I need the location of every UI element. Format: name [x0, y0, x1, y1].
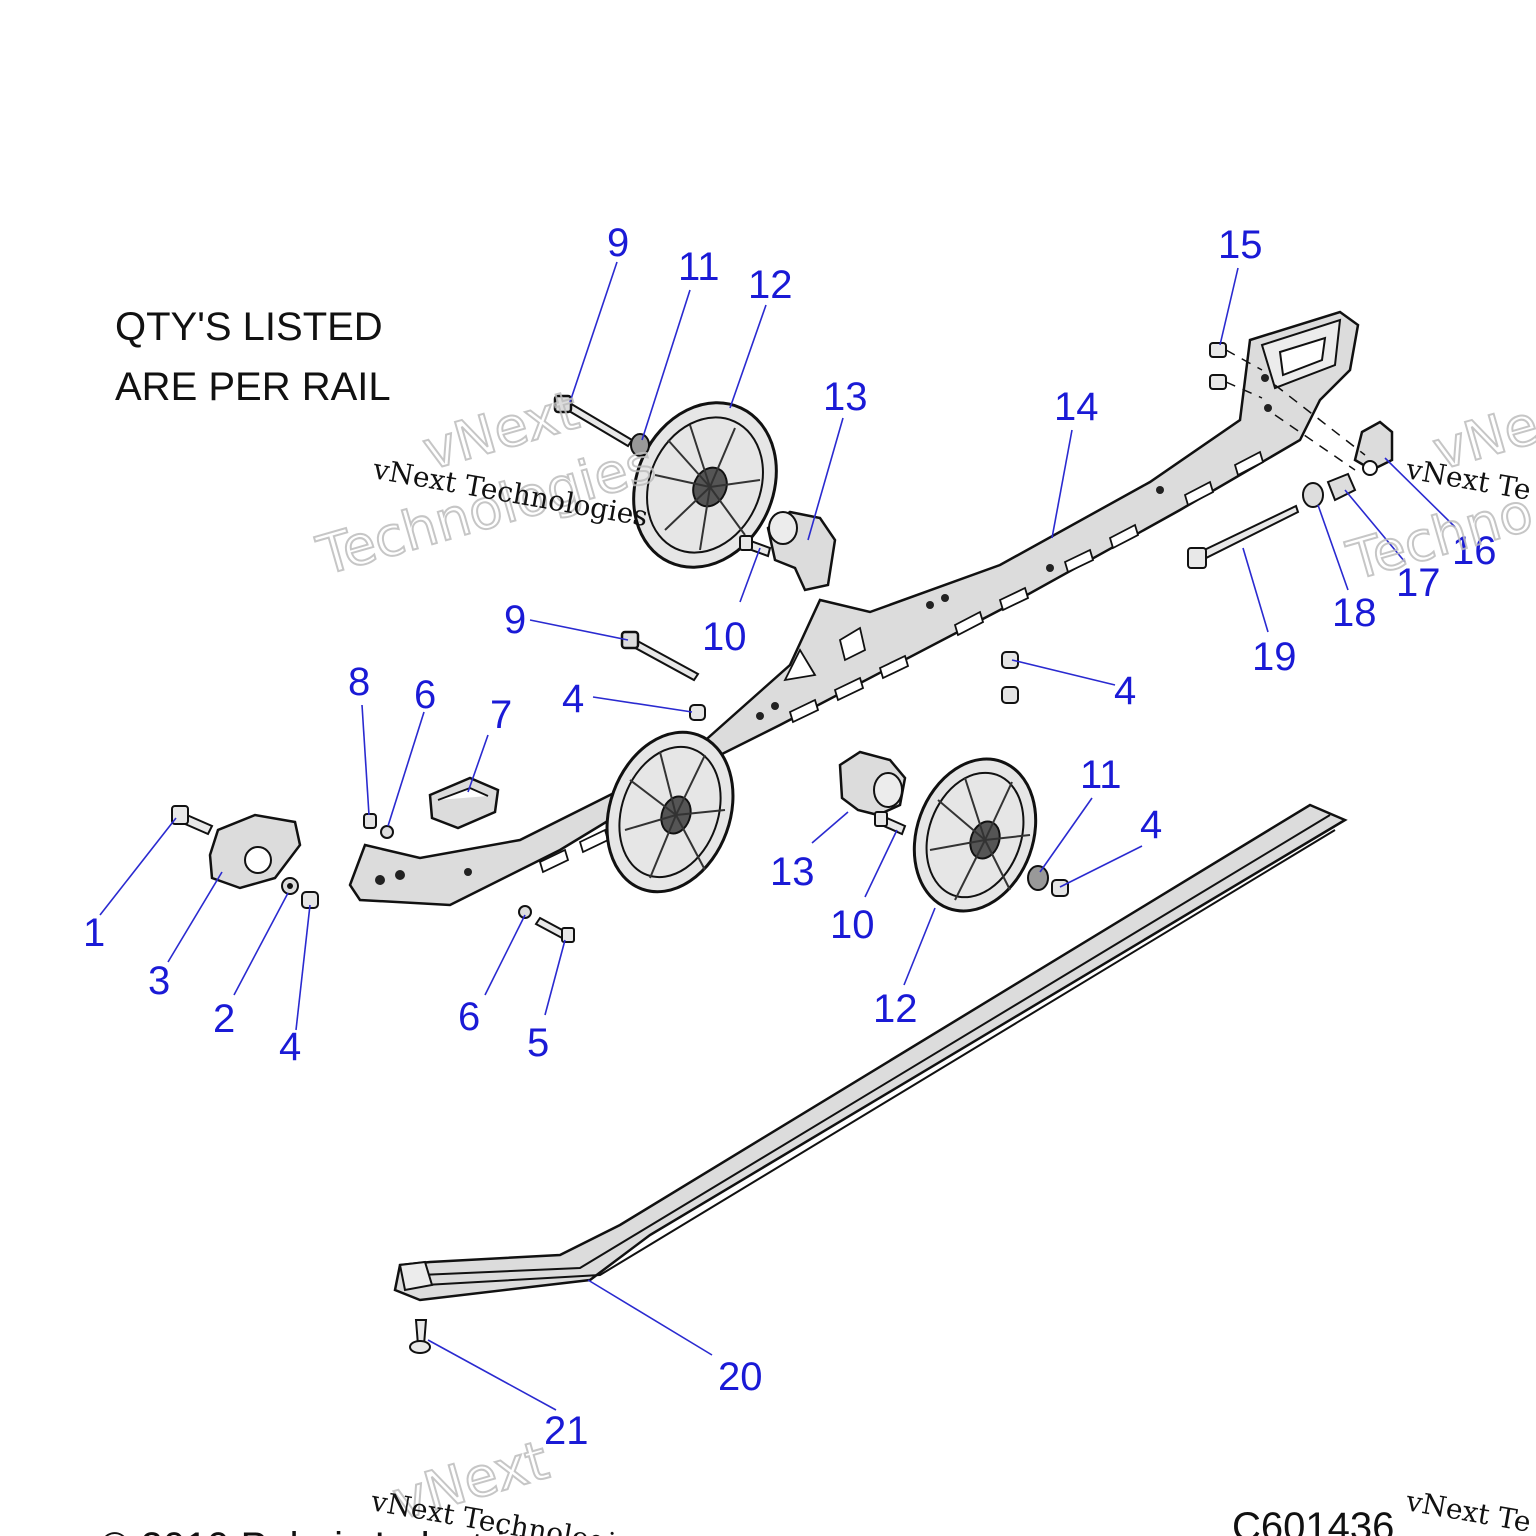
wheel-lower-left-part	[605, 730, 735, 894]
bolt-21	[409, 1319, 431, 1354]
callout-6-upper[interactable]: 6	[414, 673, 436, 717]
bolt-1	[171, 805, 214, 836]
callout-13-lower[interactable]: 13	[770, 850, 815, 894]
callout-21[interactable]: 21	[544, 1409, 589, 1453]
note-line-1: QTY'S LISTED	[115, 305, 383, 349]
copyright-text: © 2019 Polaris Industries	[100, 1525, 547, 1536]
bolt-10-lower	[874, 811, 907, 836]
callout-7[interactable]: 7	[490, 693, 512, 737]
callout-9-upper[interactable]: 9	[607, 221, 629, 265]
bolt-19	[1187, 504, 1300, 569]
callout-5[interactable]: 5	[527, 1021, 549, 1065]
wheel-spacer-lower-part	[838, 750, 907, 817]
bolt-15-upper	[1209, 342, 1227, 358]
callout-11-lower[interactable]: 11	[1080, 753, 1122, 797]
bolt-9-upper	[553, 394, 634, 448]
bolt-9-lower	[620, 630, 700, 682]
alignment-lines	[1225, 349, 1366, 471]
callout-4-lower-right[interactable]: 4	[1140, 803, 1162, 847]
callout-17[interactable]: 17	[1396, 561, 1441, 605]
note-line-2: ARE PER RAIL	[115, 365, 391, 409]
callout-3[interactable]: 3	[148, 959, 170, 1003]
callout-6-lower[interactable]: 6	[458, 995, 480, 1039]
callout-20[interactable]: 20	[718, 1355, 763, 1399]
watermark-group: vNext Technologies vNext Technologies vN…	[309, 377, 1536, 1536]
callout-16[interactable]: 16	[1452, 529, 1497, 573]
wheel-upper-part	[632, 401, 778, 569]
callout-13-upper[interactable]: 13	[823, 375, 868, 419]
bolt-15-lower	[1209, 374, 1227, 390]
callout-14[interactable]: 14	[1054, 385, 1099, 429]
callout-12-lower[interactable]: 12	[873, 987, 918, 1031]
callout-18[interactable]: 18	[1332, 591, 1377, 635]
bolt-5	[534, 916, 575, 943]
callout-10-upper[interactable]: 10	[702, 615, 747, 659]
callout-9-lower[interactable]: 9	[504, 598, 526, 642]
callout-4-left[interactable]: 4	[279, 1025, 301, 1069]
wheel-spacer-upper-part	[766, 510, 837, 592]
watermark-big-4: vNe	[1426, 393, 1536, 483]
rail-block-part	[428, 776, 500, 830]
slide-rail-part	[393, 803, 1348, 1302]
nuts-washers-group	[281, 433, 1357, 919]
rail-cap-part	[208, 813, 302, 890]
leader-lines	[99, 261, 1456, 1411]
callout-12-upper[interactable]: 12	[748, 263, 793, 307]
callout-group: 9 11 12 13 14 15 16 17 18 19 10 9 4 4 8 …	[83, 221, 1497, 1453]
callout-2[interactable]: 2	[213, 997, 235, 1041]
drawing-id: C601436	[1232, 1505, 1394, 1536]
callout-8[interactable]: 8	[348, 660, 370, 704]
wheel-lower-right-part	[912, 757, 1038, 913]
bracket-part	[1353, 420, 1394, 476]
callout-4-center[interactable]: 4	[562, 677, 584, 721]
hardware-group	[171, 342, 1300, 1354]
bolt-10-upper	[739, 535, 772, 558]
watermark-small-4: vNext Te	[1403, 1484, 1534, 1536]
callout-11-upper[interactable]: 11	[678, 245, 720, 289]
callout-4-right[interactable]: 4	[1114, 669, 1136, 713]
callout-19[interactable]: 19	[1252, 635, 1297, 679]
callout-10-lower[interactable]: 10	[830, 903, 875, 947]
callout-15[interactable]: 15	[1218, 223, 1263, 267]
callout-1[interactable]: 1	[83, 911, 105, 955]
